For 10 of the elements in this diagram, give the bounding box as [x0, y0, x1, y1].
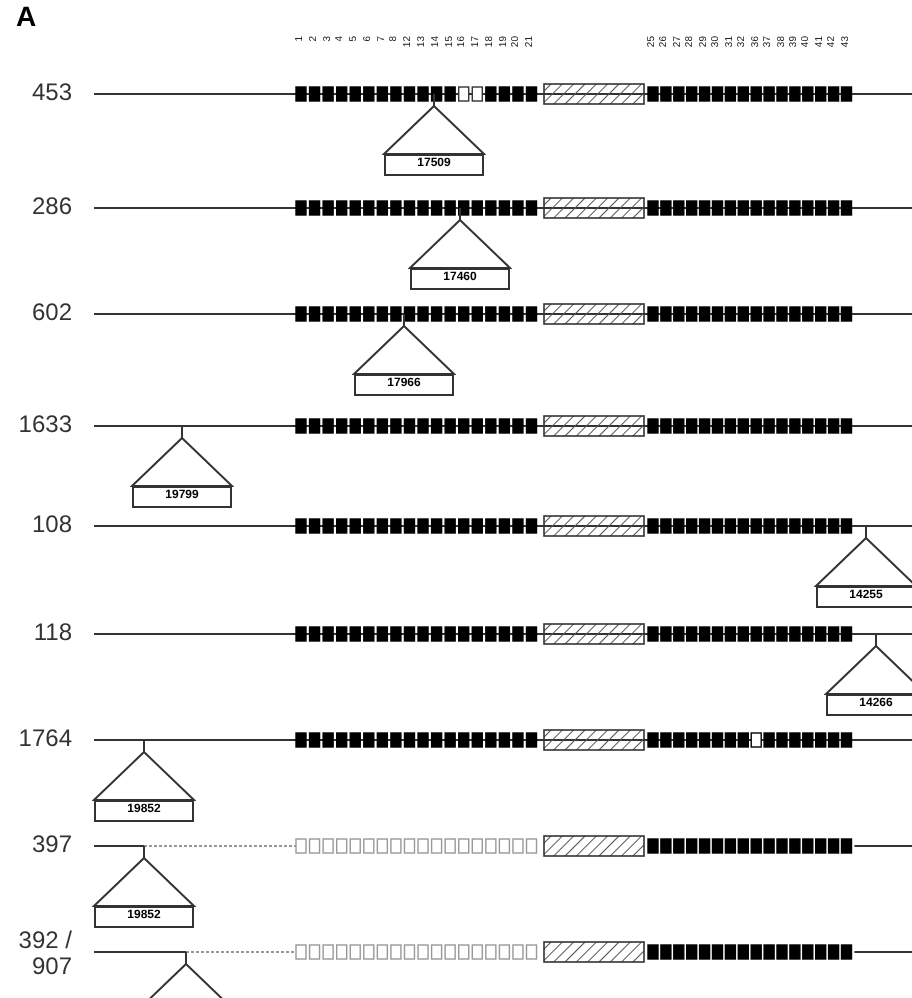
strain-number: 286 [29, 194, 72, 220]
strain-number: 1633 [16, 412, 72, 438]
strain-number: 108 [29, 512, 72, 538]
panel-letter: A [16, 0, 37, 32]
strain-number: 1764 [16, 726, 72, 752]
strain-number: 602 [29, 300, 72, 326]
strain-number: 453 [29, 80, 72, 106]
strain-number: 392 / 907 [16, 928, 72, 980]
strain-number: 397 [29, 832, 72, 858]
strain-number: 118 [31, 620, 72, 646]
